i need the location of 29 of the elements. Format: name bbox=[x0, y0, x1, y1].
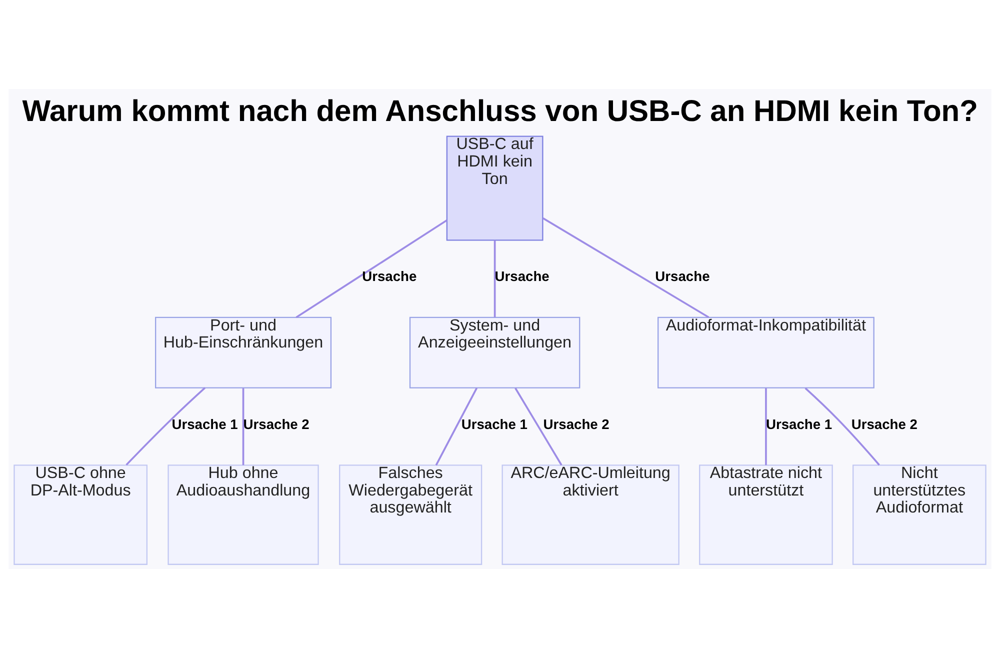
diagram-title: Warum kommt nach dem Anschluss von USB-C an HDMI kein Ton? bbox=[22, 94, 978, 128]
edge-label: Ursache bbox=[494, 268, 550, 284]
connector bbox=[514, 387, 562, 466]
node-box: Audioformat-Inkompatibilität bbox=[658, 316, 874, 388]
edge-label: Ursache 1 bbox=[766, 415, 832, 432]
connector bbox=[296, 218, 448, 318]
edge-label: Ursache bbox=[655, 268, 710, 284]
node-box: Abtastrate nicht unterstützt bbox=[699, 464, 833, 564]
node-box: ARC/eARC-Umleitung aktiviert bbox=[502, 464, 680, 564]
node-box: System- und Anzeigeeinstellungen bbox=[409, 316, 580, 388]
edge-label: Ursache 2 bbox=[243, 415, 310, 432]
connector bbox=[804, 387, 880, 466]
edge-label: Ursache 1 bbox=[461, 415, 528, 432]
connector bbox=[242, 388, 244, 465]
connector bbox=[126, 386, 206, 466]
connector bbox=[765, 388, 767, 465]
node-box: USB-C ohne DP-Alt-Modus bbox=[14, 464, 148, 564]
edge-label: Ursache 1 bbox=[172, 415, 238, 432]
node-box: USB-C auf HDMI kein Ton bbox=[446, 135, 544, 240]
node-box: Falsches Wiedergabegerät ausgewählt bbox=[339, 464, 482, 564]
edge-label: Ursache bbox=[362, 268, 417, 284]
node-box: Hub ohne Audioaushandlung bbox=[168, 464, 319, 564]
connector bbox=[435, 387, 478, 466]
edge-label: Ursache 2 bbox=[543, 415, 610, 432]
node-box: Nicht unterstütztes Audioformat bbox=[852, 464, 986, 564]
connector bbox=[542, 216, 710, 318]
edge-label: Ursache 2 bbox=[851, 415, 918, 432]
node-box: Port- und Hub-Einschränkungen bbox=[155, 316, 332, 388]
connector bbox=[494, 240, 496, 317]
